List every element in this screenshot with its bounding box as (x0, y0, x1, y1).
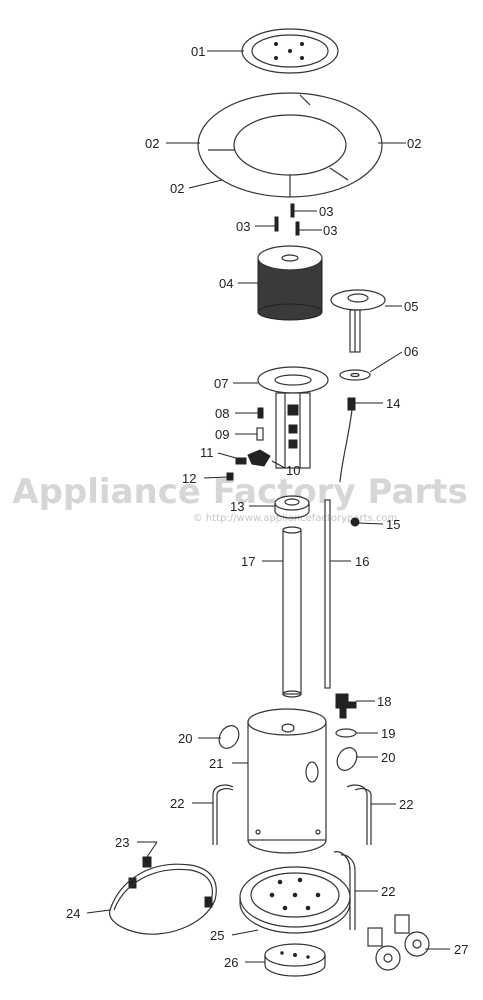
part-19-grommet (335, 728, 357, 738)
label-23: 23 (115, 835, 129, 850)
part-17-post (282, 526, 302, 698)
label-03c: 03 (323, 223, 337, 238)
part-08-thermocouple (257, 407, 264, 419)
label-25: 25 (210, 928, 224, 943)
part-12-nut (226, 472, 234, 481)
part-25-base-plate (239, 866, 351, 934)
part-20-side-cover-left (218, 725, 240, 749)
part-27-wheels (367, 914, 430, 971)
part-15-fitting (350, 517, 360, 527)
part-23-strap-clip (128, 856, 213, 908)
label-06: 06 (404, 344, 418, 359)
leader-lines (86, 50, 450, 963)
label-07: 07 (214, 376, 228, 391)
part-22-leg-front (333, 851, 356, 930)
part-06-washer (339, 369, 371, 381)
label-04: 04 (219, 276, 233, 291)
label-03b: 03 (319, 204, 333, 219)
part-07-burner-assembly (257, 366, 329, 469)
label-15: 15 (386, 517, 400, 532)
part-10-valve-bracket (247, 449, 271, 467)
part-22-leg-right (346, 784, 372, 845)
part-05-burner-cap (330, 289, 386, 353)
part-26-base-weight (264, 943, 326, 977)
label-10: 10 (286, 463, 300, 478)
label-16: 16 (355, 554, 369, 569)
part-04-emitter-screen (257, 245, 323, 321)
label-08: 08 (215, 406, 229, 421)
label-20a: 20 (178, 731, 192, 746)
label-20b: 20 (381, 750, 395, 765)
part-09-igniter (256, 427, 264, 441)
label-01: 01 (191, 44, 205, 59)
part-22-leg-left (212, 784, 234, 845)
watermark-brand: Appliance Factory Parts (12, 472, 467, 512)
label-02b: 02 (407, 136, 421, 151)
part-03-bolts (274, 203, 300, 236)
label-02a: 02 (145, 136, 159, 151)
part-02-reflector (197, 92, 383, 198)
part-18-regulator (335, 693, 357, 719)
part-20-side-cover-right (336, 747, 358, 771)
part-11-orifice (235, 457, 247, 465)
part-21-tank-housing (247, 708, 327, 854)
part-16-gas-tube (324, 499, 331, 689)
label-18: 18 (377, 694, 391, 709)
label-22a: 22 (170, 796, 184, 811)
part-24-safety-strap (109, 863, 217, 935)
label-03a: 03 (236, 219, 250, 234)
callout-labels: 01 02 02 02 03 03 03 04 05 06 07 08 09 1… (66, 44, 468, 970)
part-13-post-collar (274, 495, 310, 519)
label-09: 09 (215, 427, 229, 442)
label-24: 24 (66, 906, 80, 921)
label-12: 12 (182, 471, 196, 486)
label-21: 21 (209, 756, 223, 771)
label-22c: 22 (381, 884, 395, 899)
label-26: 26 (224, 955, 238, 970)
label-05: 05 (404, 299, 418, 314)
label-22b: 22 (399, 797, 413, 812)
label-02c: 02 (170, 181, 184, 196)
part-01-top-cap (241, 28, 339, 74)
part-14-control-valve (339, 397, 356, 483)
label-27: 27 (454, 942, 468, 957)
label-11: 11 (200, 445, 214, 460)
label-14: 14 (386, 396, 400, 411)
label-13: 13 (230, 499, 244, 514)
label-19: 19 (381, 726, 395, 741)
label-17: 17 (241, 554, 255, 569)
